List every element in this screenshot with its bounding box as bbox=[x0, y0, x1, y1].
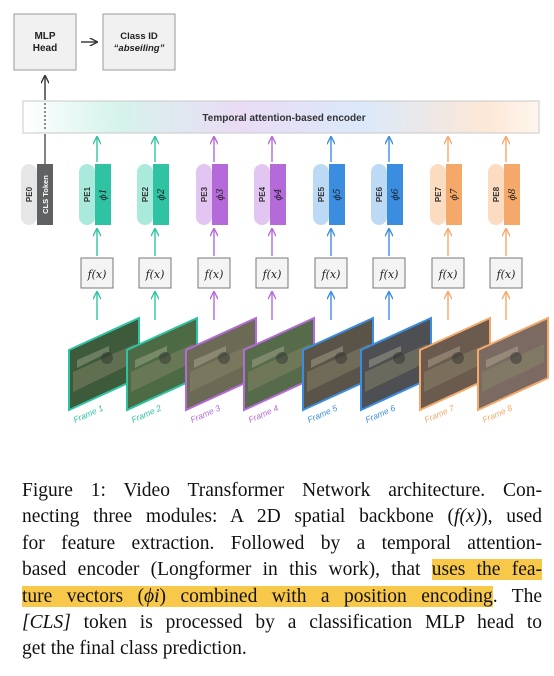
backbone-label: f(x) bbox=[379, 268, 399, 281]
pe-label: PE8 bbox=[492, 186, 501, 202]
phi-label: ϕ1 bbox=[99, 189, 109, 201]
backbone-box bbox=[431, 257, 465, 289]
backbone-label: f(x) bbox=[87, 268, 107, 281]
caption-line: for feature extraction. Followed by a te… bbox=[22, 532, 542, 554]
pe-label: PE3 bbox=[200, 186, 209, 202]
backbone-box bbox=[314, 257, 348, 289]
video-frame bbox=[126, 316, 198, 412]
feature-token bbox=[504, 164, 520, 225]
backbone-box bbox=[197, 257, 231, 289]
pe0-token bbox=[21, 164, 37, 225]
pe-token bbox=[430, 164, 446, 225]
caption-math: [CLS] bbox=[22, 612, 71, 634]
caption-line: [CLS] token is processed by a classifica… bbox=[22, 612, 542, 634]
temporal-encoder-label: Temporal attention-based encoder bbox=[202, 113, 365, 124]
phi-label: ϕ2 bbox=[157, 188, 167, 200]
figure-caption: Figure 1: Video Transformer Network arch… bbox=[22, 478, 543, 663]
cls-token-label: CLS Token bbox=[41, 175, 50, 214]
temporal-encoder-bar bbox=[22, 100, 540, 134]
phi-label: ϕ8 bbox=[508, 188, 518, 200]
class-id-title: Class ID bbox=[120, 31, 158, 42]
video-frame bbox=[68, 316, 140, 412]
phi-label: ϕ6 bbox=[391, 188, 401, 200]
feature-token bbox=[95, 164, 111, 225]
pe-token bbox=[137, 164, 153, 225]
phi-label: ϕ4 bbox=[274, 188, 284, 200]
pe-token bbox=[196, 164, 212, 225]
pe-token bbox=[313, 164, 329, 225]
class-id-value: “abseiling” bbox=[114, 43, 165, 54]
class-id-box bbox=[102, 13, 176, 71]
backbone-label: f(x) bbox=[145, 268, 165, 281]
pe-label: PE7 bbox=[434, 186, 443, 202]
pe-label: PE6 bbox=[375, 186, 384, 202]
video-frame bbox=[243, 316, 315, 412]
video-frame bbox=[477, 316, 549, 412]
pe-label: PE1 bbox=[83, 186, 92, 202]
pe-token bbox=[79, 164, 95, 225]
caption-line: ture vectors (ϕi) combined with a positi… bbox=[22, 585, 542, 607]
pe-token bbox=[488, 164, 504, 225]
caption-line: Figure 1: Video Transformer Network arch… bbox=[22, 480, 542, 501]
mlp-head-box bbox=[13, 13, 77, 71]
pe-token bbox=[254, 164, 270, 225]
caption-line: based encoder (Longformer in this work),… bbox=[22, 559, 543, 581]
backbone-box bbox=[489, 257, 523, 289]
cls-token bbox=[37, 164, 53, 225]
feature-token bbox=[270, 164, 286, 225]
backbone-box bbox=[255, 257, 289, 289]
pe-token bbox=[371, 164, 387, 225]
architecture-diagram: MLP Head Class ID “abseiling” Temporal a… bbox=[13, 13, 549, 425]
pe0-label: PE0 bbox=[25, 186, 34, 202]
pe-label: PE4 bbox=[258, 186, 267, 202]
caption-line: get the final class prediction. bbox=[22, 638, 247, 660]
caption-line: necting three modules: A 2D spatial back… bbox=[22, 506, 542, 528]
feature-token bbox=[153, 164, 169, 225]
phi-label: ϕ7 bbox=[450, 188, 460, 200]
caption-highlight: ture vectors (ϕi) combined with a positi… bbox=[22, 585, 493, 607]
feature-token bbox=[212, 164, 228, 225]
phi-label: ϕ3 bbox=[216, 188, 226, 200]
feature-token bbox=[446, 164, 462, 225]
feature-token bbox=[387, 164, 403, 225]
backbone-label: f(x) bbox=[496, 268, 516, 281]
backbone-box bbox=[138, 257, 172, 289]
feature-token bbox=[329, 164, 345, 225]
mlp-head-label-line1: MLP bbox=[34, 31, 55, 42]
pe-label: PE5 bbox=[317, 186, 326, 202]
backbone-label: f(x) bbox=[204, 268, 224, 281]
backbone-label: f(x) bbox=[262, 268, 282, 281]
caption-highlight: uses the fea- bbox=[431, 559, 543, 581]
mlp-head-label-line2: Head bbox=[33, 43, 57, 54]
backbone-label: f(x) bbox=[321, 268, 341, 281]
backbone-box bbox=[372, 257, 406, 289]
caption-math: f(x) bbox=[454, 506, 482, 528]
phi-label: ϕ5 bbox=[333, 188, 343, 200]
backbone-box bbox=[80, 257, 114, 289]
backbone-label: f(x) bbox=[438, 268, 458, 281]
pe-label: PE2 bbox=[141, 186, 150, 202]
